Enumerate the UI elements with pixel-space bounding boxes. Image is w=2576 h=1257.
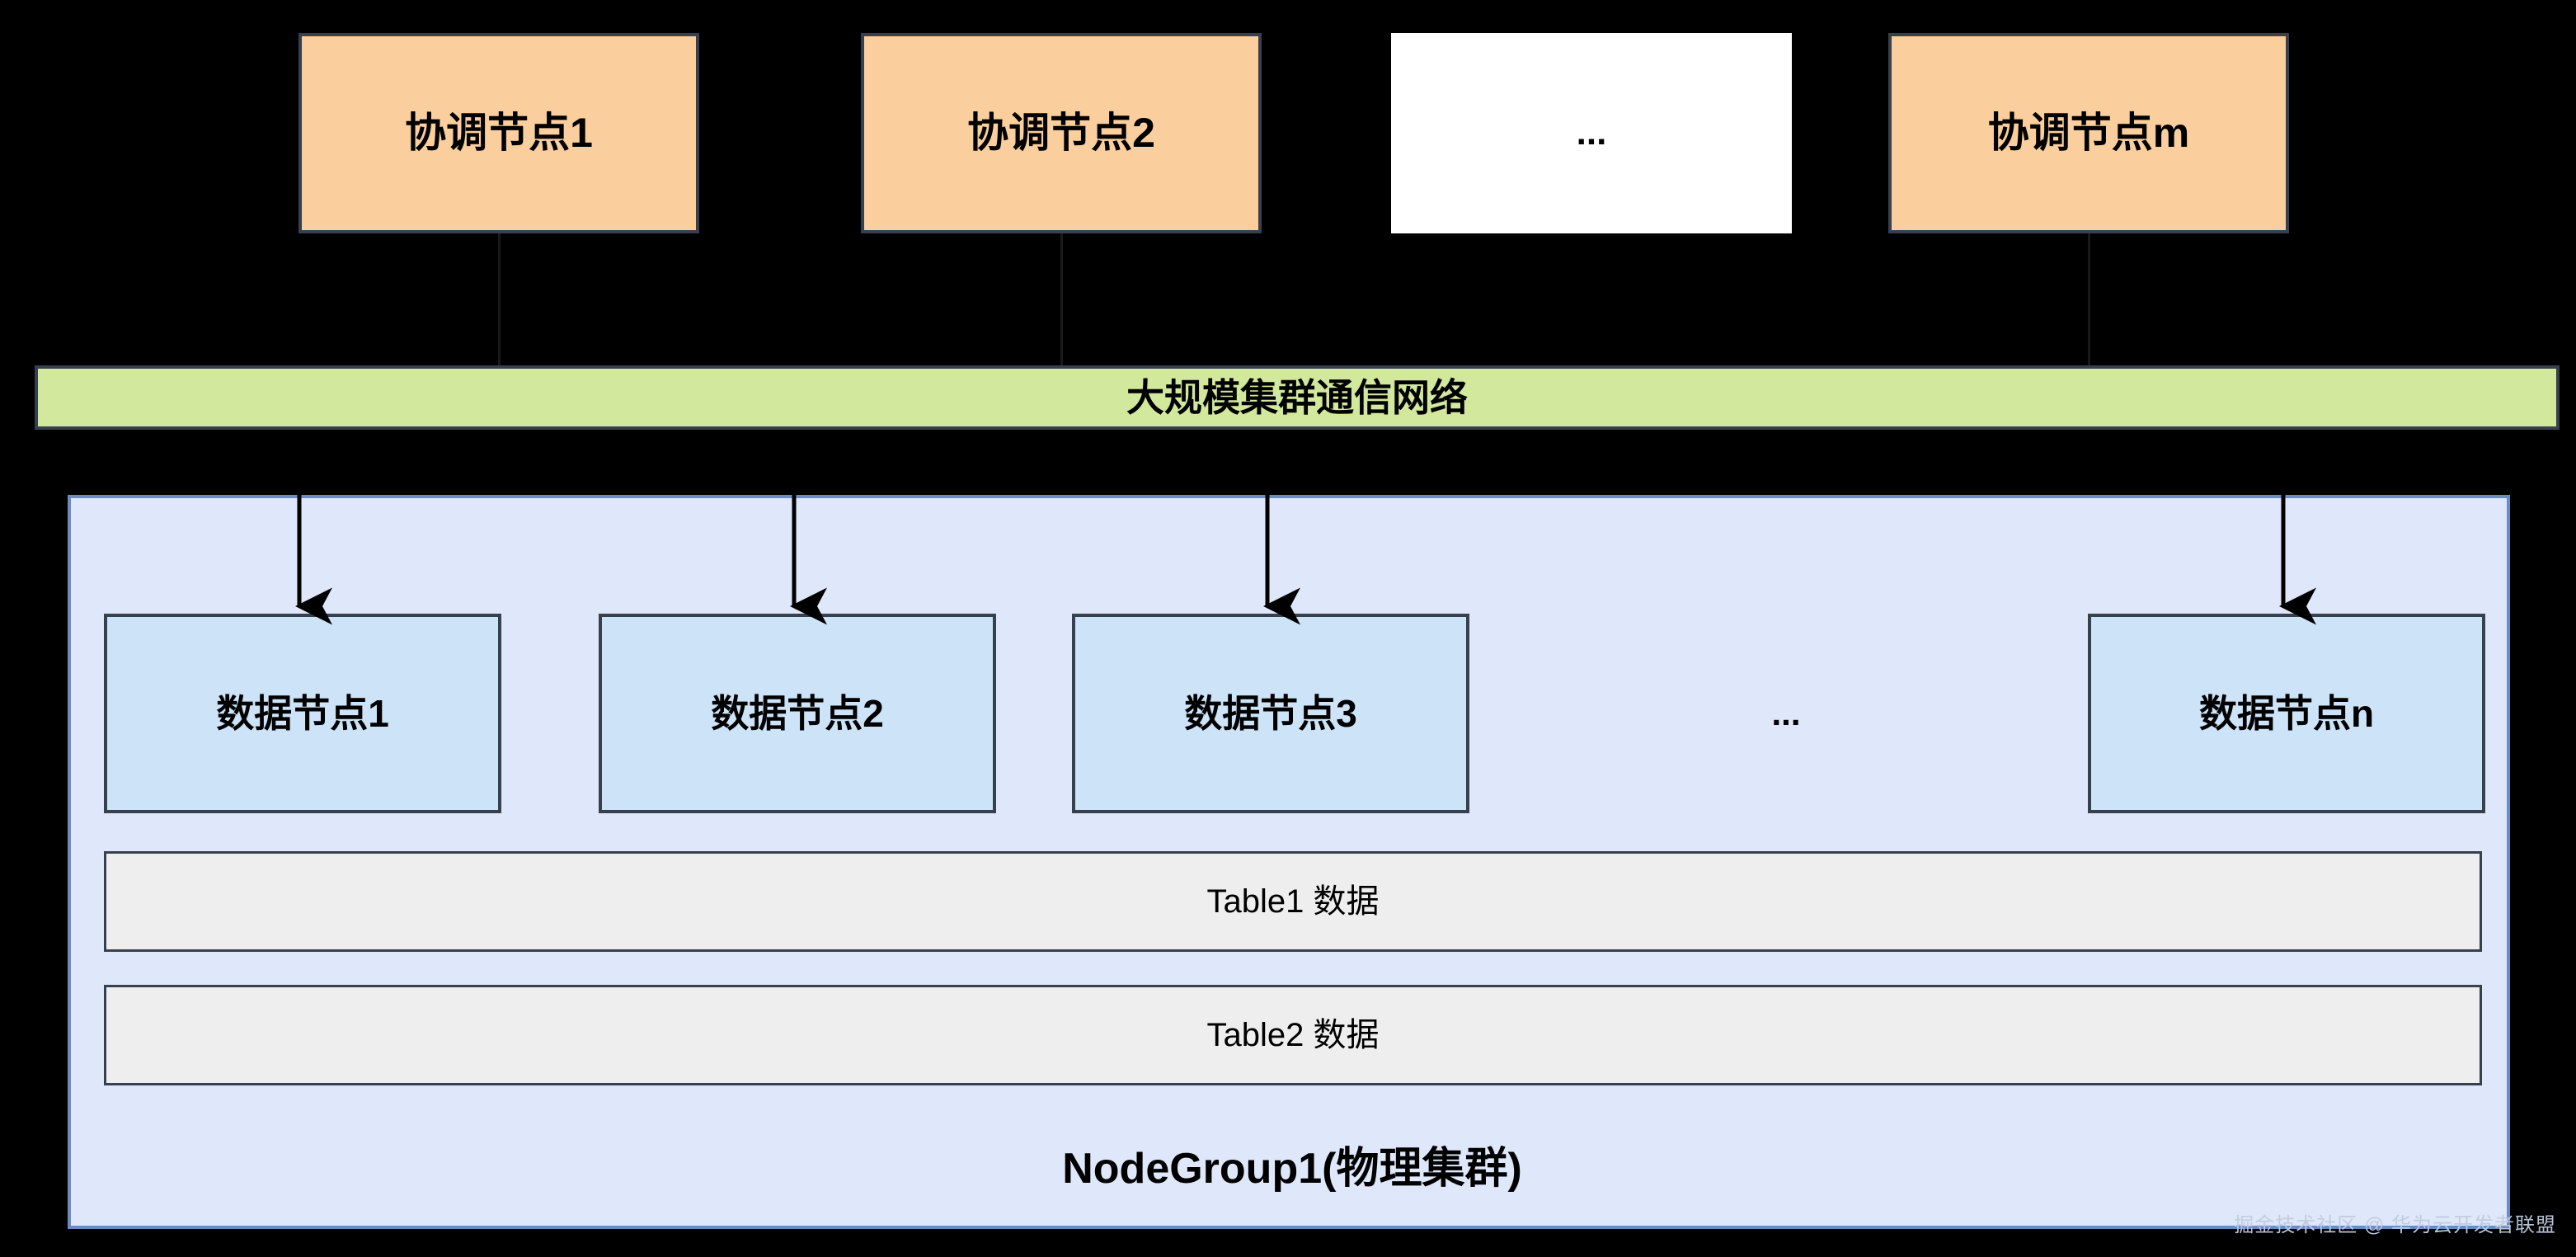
coordinator-ellipsis-box: ... [1391, 33, 1792, 233]
data-node-label-3: 数据节点3 [1184, 691, 1357, 735]
data-node-box-2[interactable]: 数据节点2 [599, 614, 996, 813]
table-data-strip-label-2: Table2 数据 [1206, 1017, 1380, 1053]
table-data-strip-2[interactable]: Table2 数据 [104, 985, 2482, 1085]
cluster-communication-network-bar[interactable]: 大规模集群通信网络 [35, 365, 2560, 430]
coordinator-node-box-m[interactable]: 协调节点m [1888, 33, 2289, 233]
table-data-strip-label-1: Table1 数据 [1206, 883, 1380, 920]
coordinator-node-label-2: 协调节点2 [967, 110, 1155, 156]
node-group-container[interactable]: 数据节点1 数据节点2 数据节点3 ... 数据节点n Table1 数据 Ta… [68, 495, 2510, 1229]
coordinator-ellipsis-label: ... [1576, 112, 1607, 153]
data-node-label-n: 数据节点n [2198, 691, 2375, 735]
data-node-box-n[interactable]: 数据节点n [2088, 614, 2485, 813]
data-node-label-2: 数据节点2 [711, 691, 884, 735]
watermark-text: 掘金技术社区 @ 华为云开发者联盟 [2234, 1214, 2556, 1236]
coordinator-node-label-1: 协调节点1 [405, 110, 593, 156]
connector-coordinator-m-to-network [2088, 233, 2090, 365]
data-node-box-3[interactable]: 数据节点3 [1072, 614, 1469, 813]
table-data-strip-1[interactable]: Table1 数据 [104, 851, 2482, 952]
connector-coordinator-2-to-network [1060, 233, 1063, 365]
data-node-ellipsis-label: ... [1771, 694, 1801, 732]
node-group-caption: NodeGroup1(物理集群) [1062, 1145, 1522, 1193]
coordinator-node-label-m: 协调节点m [1987, 110, 2190, 156]
data-node-ellipsis: ... [1621, 614, 1951, 813]
coordinator-node-box-1[interactable]: 协调节点1 [298, 33, 699, 233]
connector-coordinator-1-to-network [498, 233, 501, 365]
data-node-label-1: 数据节点1 [216, 691, 389, 735]
coordinator-node-box-2[interactable]: 协调节点2 [861, 33, 1262, 233]
data-node-box-1[interactable]: 数据节点1 [104, 614, 501, 813]
cluster-communication-network-label: 大规模集群通信网络 [1126, 375, 1468, 419]
